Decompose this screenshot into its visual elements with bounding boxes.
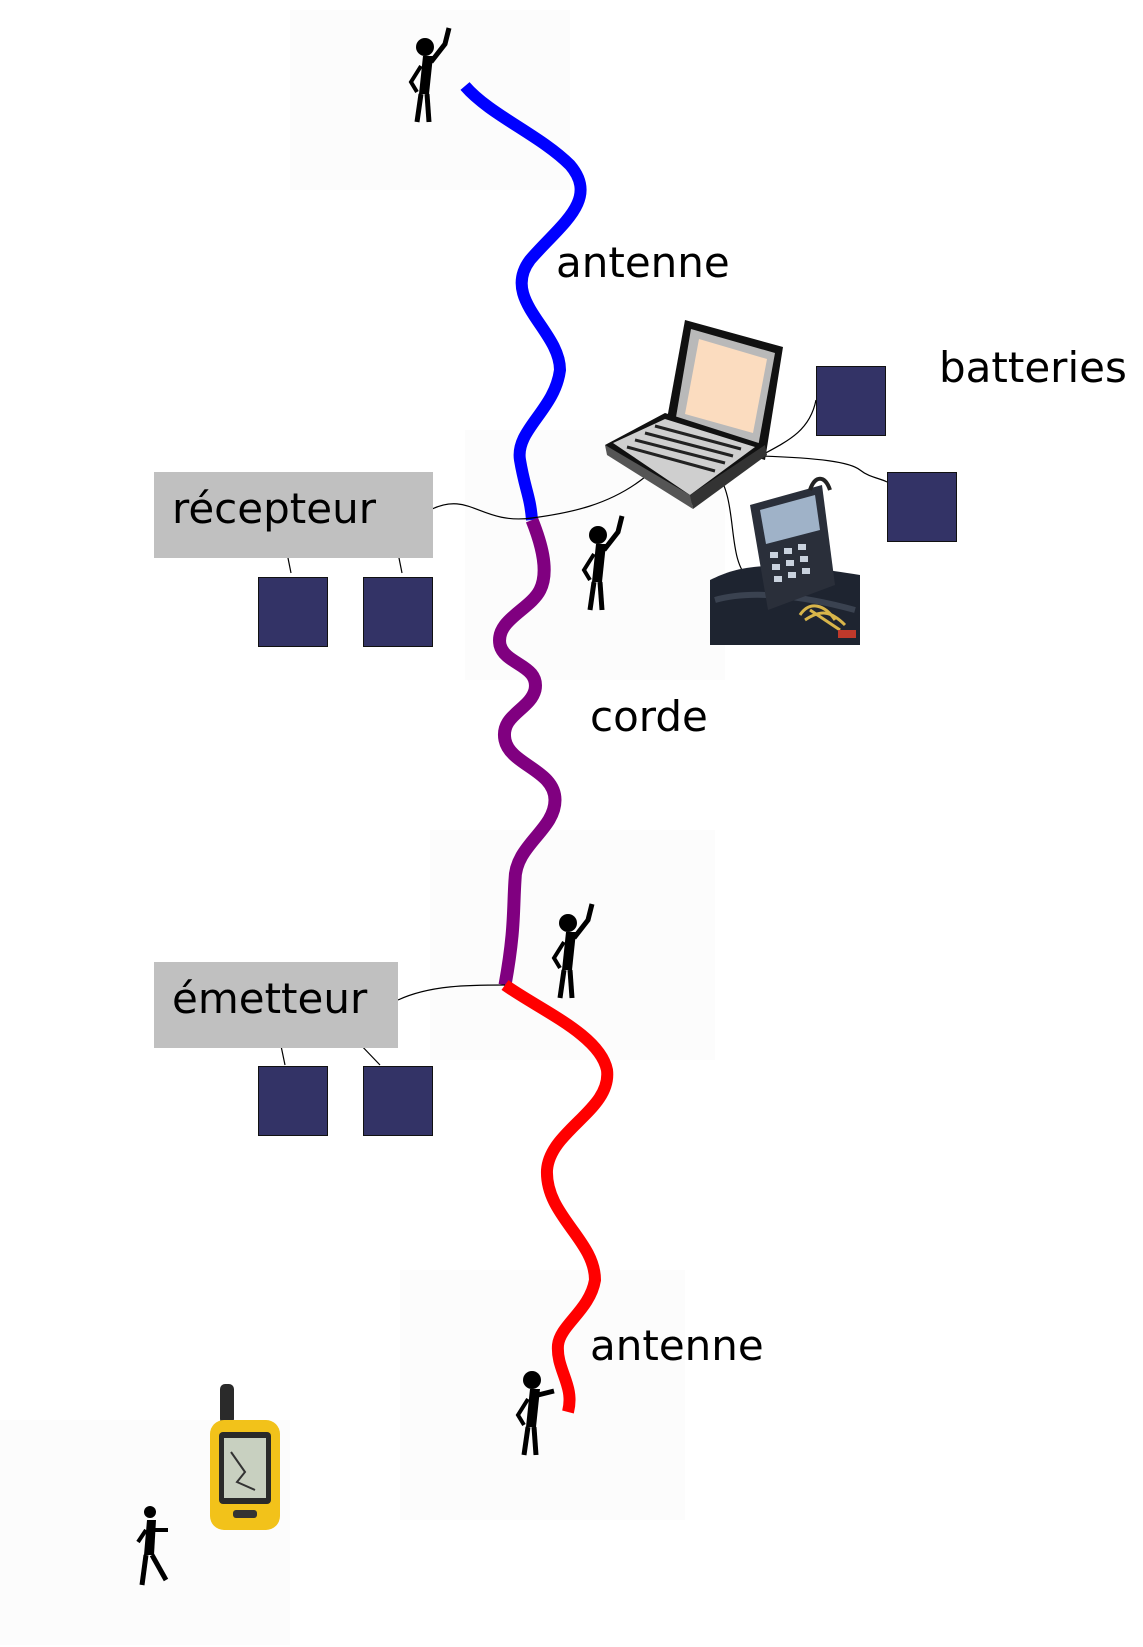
battery-icon xyxy=(363,1066,433,1136)
receiver-box: récepteur xyxy=(154,472,433,558)
multimeter-icon xyxy=(710,476,860,645)
antenna-bottom-label: antenne xyxy=(590,1321,764,1370)
transmitter-wire xyxy=(397,984,506,1001)
person-icon xyxy=(408,27,452,123)
person-icon xyxy=(136,1506,169,1586)
battery-icon xyxy=(887,472,957,542)
antenna-top-label: antenne xyxy=(556,238,730,287)
gps-icon xyxy=(210,1384,280,1530)
person-icon xyxy=(515,1371,555,1456)
transmitter-label: émetteur xyxy=(172,974,368,1023)
antenna-top-line xyxy=(460,81,587,521)
person-icon xyxy=(581,515,625,611)
receiver-label: récepteur xyxy=(172,484,376,533)
receiver-wire xyxy=(429,476,646,520)
battery-icon xyxy=(816,366,886,436)
person-icon xyxy=(551,903,595,999)
battery-icon xyxy=(258,1066,328,1136)
battery-icon xyxy=(258,577,328,647)
antenna-bottom-line xyxy=(501,980,614,1414)
rope-label: corde xyxy=(590,692,708,741)
transmitter-box: émetteur xyxy=(154,962,398,1048)
battery-icon xyxy=(363,577,433,647)
batteries-label: batteries xyxy=(939,343,1127,392)
rope-line xyxy=(493,517,562,987)
laptop-icon xyxy=(605,320,783,509)
